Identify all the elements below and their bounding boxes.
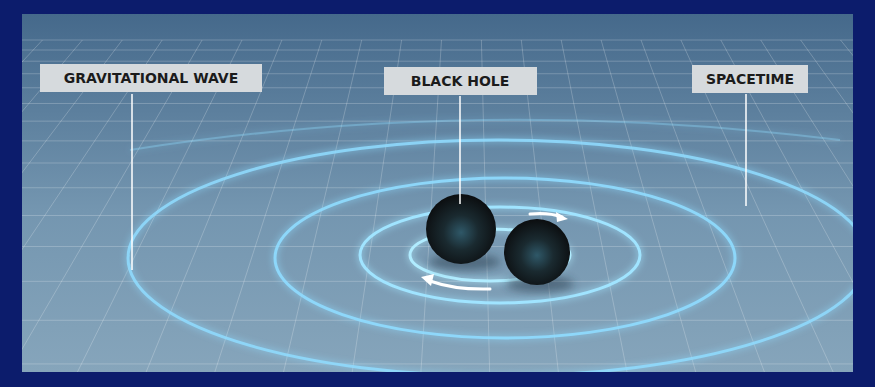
wave-rings [128, 120, 853, 372]
grid-line [22, 40, 853, 41]
orbit-arrowheads [421, 212, 568, 286]
grid-line [22, 50, 853, 51]
leader-line [131, 94, 133, 270]
grid-line [561, 40, 630, 372]
label-box: GRAVITATIONAL WAVE [40, 64, 262, 92]
black-holes [426, 194, 574, 292]
grid-line [22, 187, 853, 188]
leader-line [745, 94, 747, 206]
grid-line [681, 40, 840, 372]
label-text: BLACK HOLE [394, 71, 527, 91]
panel-background [22, 14, 853, 372]
grid-line [601, 40, 700, 372]
orbit-arrows [430, 213, 562, 289]
label-text: GRAVITATIONAL WAVE [50, 68, 252, 88]
label-text: SPACETIME [702, 69, 798, 89]
leader-lines [132, 94, 746, 270]
grid-line [22, 281, 853, 282]
grid-line [22, 320, 853, 321]
spacetime-grid [22, 40, 853, 372]
label-box: BLACK HOLE [384, 67, 537, 95]
grid-line [22, 162, 853, 163]
grid-line [22, 363, 853, 364]
label-box: SPACETIME [692, 65, 808, 93]
grid-line [841, 40, 853, 372]
grid-line [280, 40, 362, 372]
leader-line [459, 96, 461, 204]
grid-line [22, 61, 853, 62]
